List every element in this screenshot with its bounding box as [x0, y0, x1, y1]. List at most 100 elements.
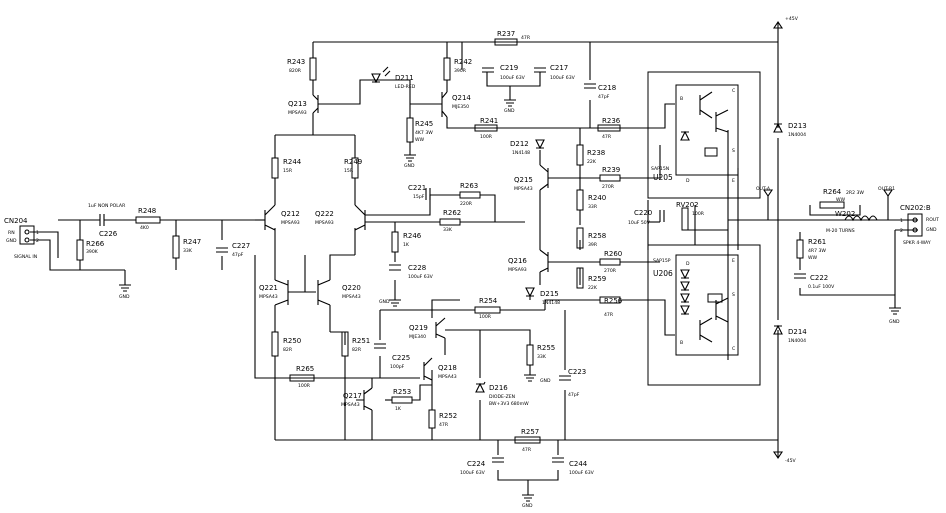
- input-pin-gnd: GND: [6, 238, 17, 244]
- q219-ref: Q219: [409, 324, 428, 332]
- r248-ref: R248: [138, 207, 156, 215]
- neg-rail-label: -45V: [785, 458, 797, 464]
- r248-val: 4K0: [140, 225, 149, 231]
- u206-pin-s: S: [732, 292, 735, 298]
- q215-val: MPSA43: [514, 186, 533, 192]
- u205-pin-e: E: [732, 178, 735, 184]
- d215-ref: D215: [540, 290, 559, 298]
- r244-val: 15R: [283, 168, 293, 174]
- c228-val: 100uF 63V: [408, 274, 434, 280]
- gnd-label: GND: [522, 503, 533, 509]
- d213-val: 1N4004: [788, 132, 806, 138]
- input-connector: [19, 225, 35, 245]
- c219-ref: C219: [500, 64, 518, 72]
- capacitor-plates: [99, 67, 806, 463]
- w202-ref: W202: [835, 210, 855, 218]
- u206-ref: U206: [653, 269, 673, 278]
- r261-val: 4R7 3W: [808, 248, 826, 254]
- q214-ref: Q214: [452, 94, 471, 102]
- q214-val: MJE350: [452, 104, 469, 110]
- r250-val: 82R: [283, 347, 293, 353]
- u205-ref: U205: [653, 173, 673, 182]
- d213-ref: D213: [788, 122, 807, 130]
- r255-val: 33K: [537, 354, 547, 360]
- r259-val: 22K: [588, 285, 598, 291]
- r261-val2: WW: [808, 255, 818, 261]
- u206-val: SAP15P: [653, 258, 671, 264]
- u206-pin-d: D: [686, 261, 690, 267]
- output-connector-ref: CN202:B: [900, 204, 931, 212]
- gnd-label: GND: [119, 294, 130, 300]
- u205-pin-c: C: [732, 88, 735, 94]
- c224-ref: C224: [467, 460, 486, 468]
- q218-ref: Q218: [438, 364, 457, 372]
- r253-ref: R253: [393, 388, 411, 396]
- r239-ref: R239: [602, 166, 620, 174]
- r241-ref: R241: [480, 117, 498, 125]
- r253-val: 1K: [395, 406, 402, 412]
- r262-ref: R262: [443, 209, 461, 217]
- r261-ref: R261: [808, 238, 826, 246]
- r252-ref: R252: [439, 412, 457, 420]
- d212-val: 1N4148: [512, 150, 530, 156]
- w202-val: M-20 TURNS: [826, 228, 855, 234]
- c218-ref: C218: [598, 84, 616, 92]
- u206-pin-e: E: [732, 258, 735, 264]
- c227-val: 47pF: [232, 252, 244, 258]
- r250-ref: R250: [283, 337, 301, 345]
- c226-ref: C226: [99, 230, 118, 238]
- rv202-ref: RV202: [676, 201, 699, 209]
- gnd-label: GND: [540, 378, 551, 384]
- q222-val: MPSA93: [315, 220, 334, 226]
- d212-ref: D212: [510, 140, 529, 148]
- r254-ref: R254: [479, 297, 498, 305]
- diodes: [371, 66, 783, 393]
- c225-ref: C225: [392, 354, 410, 362]
- wires: [30, 22, 918, 495]
- c228-ref: C228: [408, 264, 426, 272]
- c217-val: 100uF 63V: [550, 75, 576, 81]
- c223-val: 47pF: [568, 392, 580, 398]
- c222-ref: C222: [810, 274, 828, 282]
- gnd-label: GND: [889, 319, 900, 325]
- c223-ref: C223: [568, 368, 586, 376]
- r246-val: 1K: [403, 242, 410, 248]
- q213-val: MPSA93: [288, 110, 307, 116]
- r245-val2: WW: [415, 137, 425, 143]
- r264-ref: R264: [823, 188, 842, 196]
- q218-val: MPSA43: [438, 374, 457, 380]
- d216-val2: BW+3V3 680mW: [489, 401, 529, 407]
- c217-ref: C217: [550, 64, 568, 72]
- u206-pin-b: B: [680, 340, 683, 346]
- u205-pin-b: B: [680, 96, 683, 102]
- q220-ref: Q220: [342, 284, 361, 292]
- c218-val: 47pF: [598, 94, 610, 100]
- r241-val: 100R: [480, 134, 493, 140]
- q217-ref: Q217: [343, 392, 362, 400]
- r258-ref: R258: [588, 232, 606, 240]
- q216-val: MPSA93: [508, 267, 527, 273]
- d214-val: 1N4004: [788, 338, 806, 344]
- r240-val: 33R: [588, 204, 598, 210]
- c221-ref: C221: [408, 184, 426, 192]
- rail-arrows: [762, 21, 894, 459]
- r260-ref: R260: [604, 250, 622, 258]
- r243-val: 820R: [289, 68, 302, 74]
- q212-ref: Q212: [281, 210, 300, 218]
- r260-val: 270R: [604, 268, 617, 274]
- r257-val: 47R: [522, 447, 532, 453]
- r255-ref: R255: [537, 344, 555, 352]
- r244-ref: R244: [283, 158, 302, 166]
- r239-val: 270R: [602, 184, 615, 190]
- r259-ref: R259: [588, 275, 606, 283]
- q213-ref: Q213: [288, 100, 307, 108]
- d216-ref: D216: [489, 384, 508, 392]
- r240-ref: R240: [588, 194, 606, 202]
- signal-in-label: SIGNAL IN: [14, 254, 37, 260]
- q217-val: MPSA43: [341, 402, 360, 408]
- input-pin-1: 1: [36, 230, 39, 236]
- u205-pin-d: D: [686, 178, 690, 184]
- out-r1-label: OUT-R1: [878, 186, 895, 192]
- q215-ref: Q215: [514, 176, 533, 184]
- r251-val: 82R: [352, 347, 362, 353]
